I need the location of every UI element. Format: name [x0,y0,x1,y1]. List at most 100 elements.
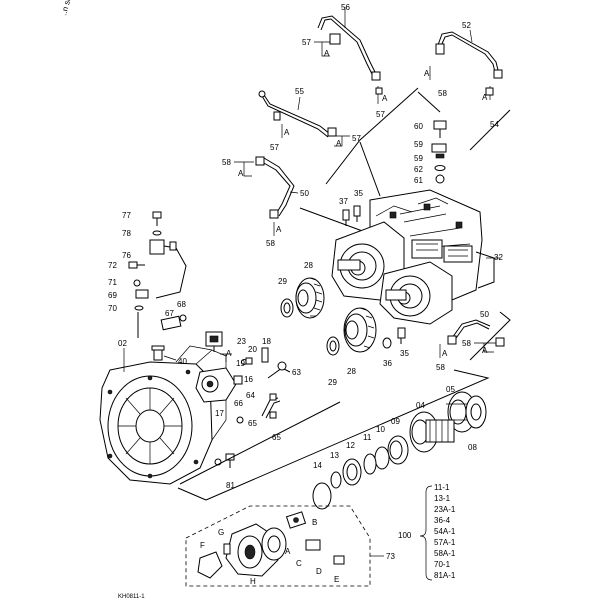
bolt-37 [342,209,350,226]
callout-09: 09 [391,417,400,426]
letter-a: A [482,346,488,355]
bolt-77 [152,211,162,226]
letter-a: A [226,349,232,358]
callout-67: 67 [165,309,174,318]
gear-28-upper [295,277,325,319]
washer-78 [152,230,162,236]
callout-08: 08 [468,443,477,452]
callout-59: 59 [414,140,423,149]
kit-item: 81A-1 [434,571,456,580]
callout-63: 63 [292,368,301,377]
callout-35: 35 [354,189,363,198]
callout-02: 02 [118,339,127,348]
callout-28: 28 [347,367,356,376]
letter-a: A [284,128,290,137]
callout-18: 18 [262,337,271,346]
seal-36 [382,337,392,349]
letter-c: C [296,559,302,568]
hose-63 [267,361,291,379]
letter-b: B [312,518,317,527]
callout-60: 60 [414,122,423,131]
letter-h: H [250,577,256,586]
callout-72: 72 [108,261,117,270]
callout-32: 32 [494,253,503,262]
gear-28-lower [343,307,377,353]
clamp-69 [135,289,149,299]
hose-50-lower [447,319,491,345]
callout-64: 64 [246,391,255,400]
letter-a: A [424,69,430,78]
solenoid-23 [205,331,223,352]
callout-57: 57 [302,38,311,47]
ring-11 [363,453,377,475]
letter-a: A [276,225,282,234]
kit-item: 36-4 [434,516,451,525]
callout-65: 65 [248,419,257,428]
washer-71 [133,279,141,287]
callout-28: 28 [304,261,313,270]
callout-50: 50 [300,189,309,198]
callout-69: 69 [108,291,117,300]
letter-a: A [382,94,388,103]
callout-37: 37 [339,197,348,206]
callout-78: 78 [122,229,131,238]
callout-52: 52 [462,21,471,30]
kit-number-100: 100 [398,531,412,540]
ring-10 [374,446,390,470]
corner-note: ..n sue [59,0,74,17]
kit-item: 57A-1 [434,538,456,547]
kit-item: 70-1 [434,560,451,569]
bolt-18 [261,347,269,363]
kit-item: 23A-1 [434,505,456,514]
footer-code: KH0811-1 [118,594,145,600]
letter-f: F [200,541,205,550]
hose-55 [258,90,337,138]
valve-16 [195,367,243,403]
callout-73: 73 [386,552,395,561]
bolt-g [223,543,231,555]
callout-40: 40 [178,357,187,366]
callout-59: 59 [414,154,423,163]
coupling-kit-frame [185,505,371,587]
hose-56 [317,7,381,81]
kit-brace [419,485,433,581]
seal-66 [236,416,244,424]
callout-35: 35 [400,349,409,358]
ring-14 [312,482,332,510]
leader-line [325,87,419,185]
block-d [305,539,321,551]
pipe-64 [261,393,281,419]
assembly-line [177,487,207,501]
callout-66: 66 [234,399,243,408]
callout-76: 76 [122,251,131,260]
kit-item: 13-1 [434,494,451,503]
hose-52 [435,31,503,79]
callout-29: 29 [328,378,337,387]
callout-58: 58 [222,158,231,167]
plate-67 [160,315,182,331]
callout-10: 10 [376,425,385,434]
kit-item: 11-1 [434,483,450,492]
callout-65: 65 [272,433,281,442]
bolt-68 [179,314,187,322]
callout-57: 57 [270,143,279,152]
ring-13 [330,471,342,489]
bolt-20 [245,357,253,365]
hose-50 [255,156,295,219]
callout-58: 58 [436,363,445,372]
cushion-f [197,551,223,579]
callout-71: 71 [108,278,117,287]
pump-assembly [331,189,495,325]
callout-62: 62 [414,165,423,174]
callout-36: 36 [383,359,392,368]
callout-05: 05 [446,385,455,394]
callout-50: 50 [480,310,489,319]
callout-11: 11 [363,433,372,442]
letter-e: E [334,575,339,584]
callout-19: 19 [236,359,245,368]
callout-16: 16 [244,375,253,384]
bolt-35-lower [397,327,406,344]
callout-13: 13 [330,451,339,460]
letter-a: A [442,349,448,358]
